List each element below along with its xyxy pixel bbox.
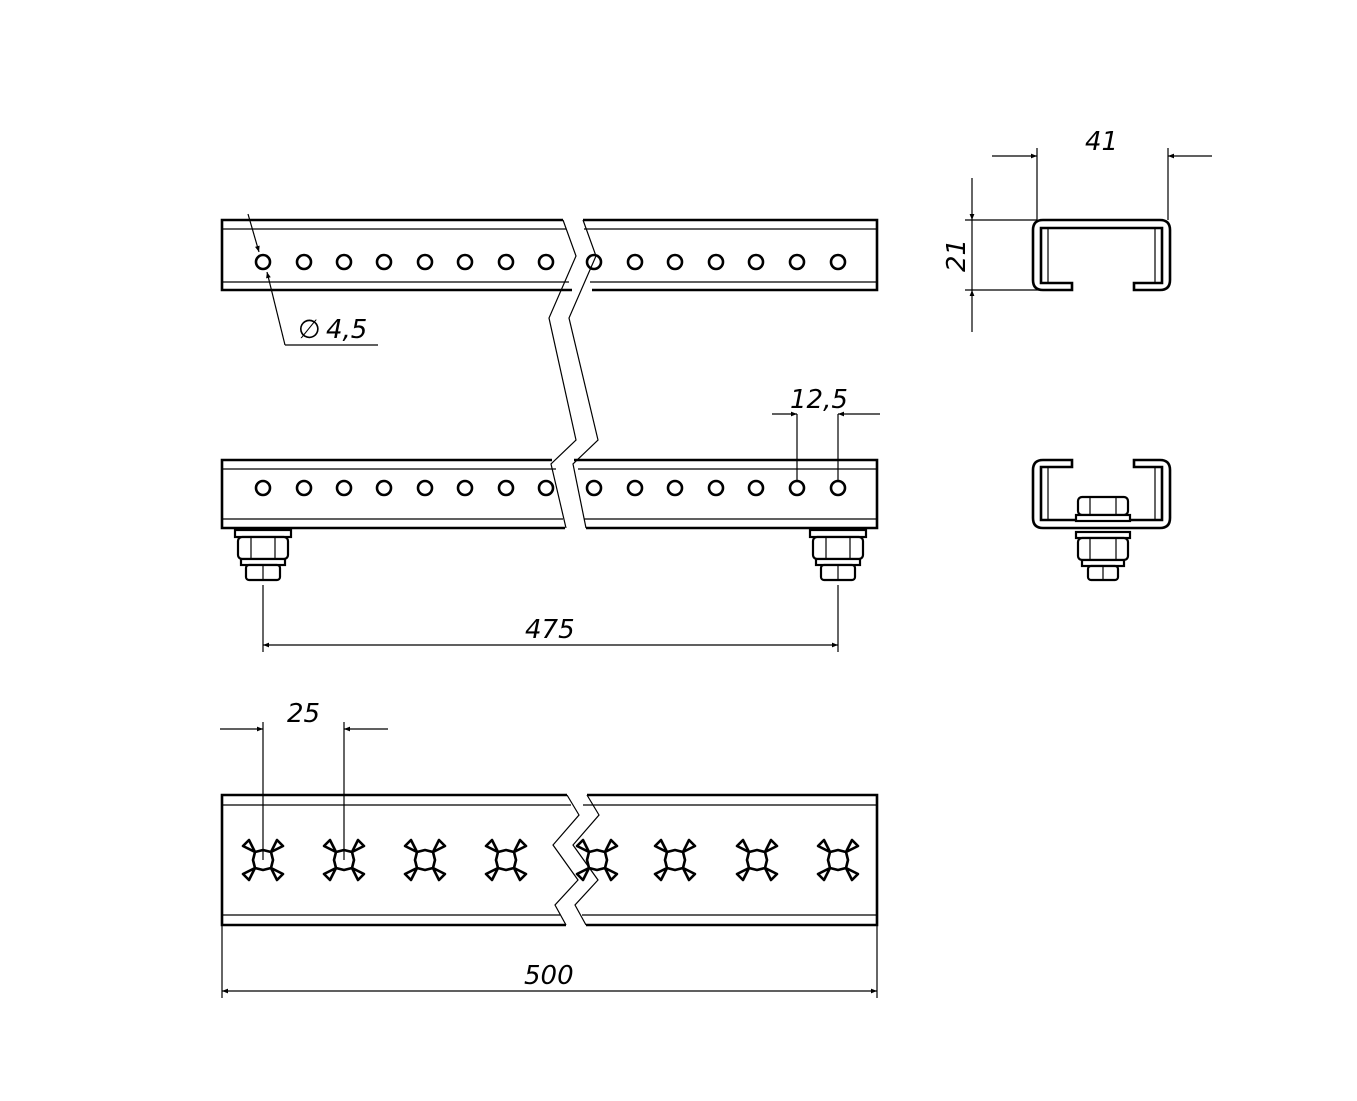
width-label: 41 [1085,127,1118,157]
hole [626,253,644,271]
hole [335,479,353,497]
hole [375,479,393,497]
bolts [233,528,868,582]
cross-section-top: 41 21 [942,127,1212,332]
hole [456,253,474,271]
hole [537,479,555,497]
hole [456,479,474,497]
hole [666,253,684,271]
break-line-left [548,219,577,529]
hole [416,253,434,271]
hole [626,479,644,497]
bottom-rail-view [220,793,879,927]
hole [585,253,603,271]
diameter-label: 4,5 [326,315,367,345]
hole [335,253,353,271]
hole [788,479,806,497]
hole [537,253,555,271]
bolt-assembly [1074,495,1132,582]
pitch-dimension-12-5: 12,5 [772,385,880,480]
hole [707,253,725,271]
cross-slot [816,838,860,882]
cross-slot [575,838,619,882]
length-label: 500 [524,961,574,991]
hole [375,253,393,271]
slot-pitch-dimension: 25 [220,699,388,860]
diameter-symbol: ∅ [298,315,321,345]
cross-section-bottom [1031,458,1172,582]
cross-slot [403,838,447,882]
cross-slot [735,838,779,882]
slot-pitch-label: 25 [287,699,320,729]
hole [497,479,515,497]
cross-slot [322,838,366,882]
pitch-label: 12,5 [790,385,848,415]
hole [747,479,765,497]
hole-row-top [254,253,847,271]
bolt [808,528,868,582]
hole [416,479,434,497]
top-rail-view [220,218,879,292]
cross-slot [484,838,528,882]
middle-rail-view [220,458,879,582]
hole [747,253,765,271]
hole-row-middle [254,479,847,497]
hole [497,253,515,271]
hole [829,253,847,271]
cross-slot [653,838,697,882]
height-label: 21 [942,239,972,272]
break-line-right [568,219,599,529]
hole [254,479,272,497]
bolt [233,528,293,582]
length-dimension: 500 [221,925,878,998]
hole [666,479,684,497]
hole [788,253,806,271]
bolt-spacing-label: 475 [525,615,575,645]
slot-row [241,838,860,882]
hole [707,479,725,497]
hole [295,253,313,271]
hole [254,253,272,271]
diameter-dimension: ∅ 4,5 [247,213,378,346]
hole [585,479,603,497]
cross-slot [241,838,285,882]
bolt-spacing-dimension: 475 [262,585,839,652]
hole [295,479,313,497]
hole [829,479,847,497]
